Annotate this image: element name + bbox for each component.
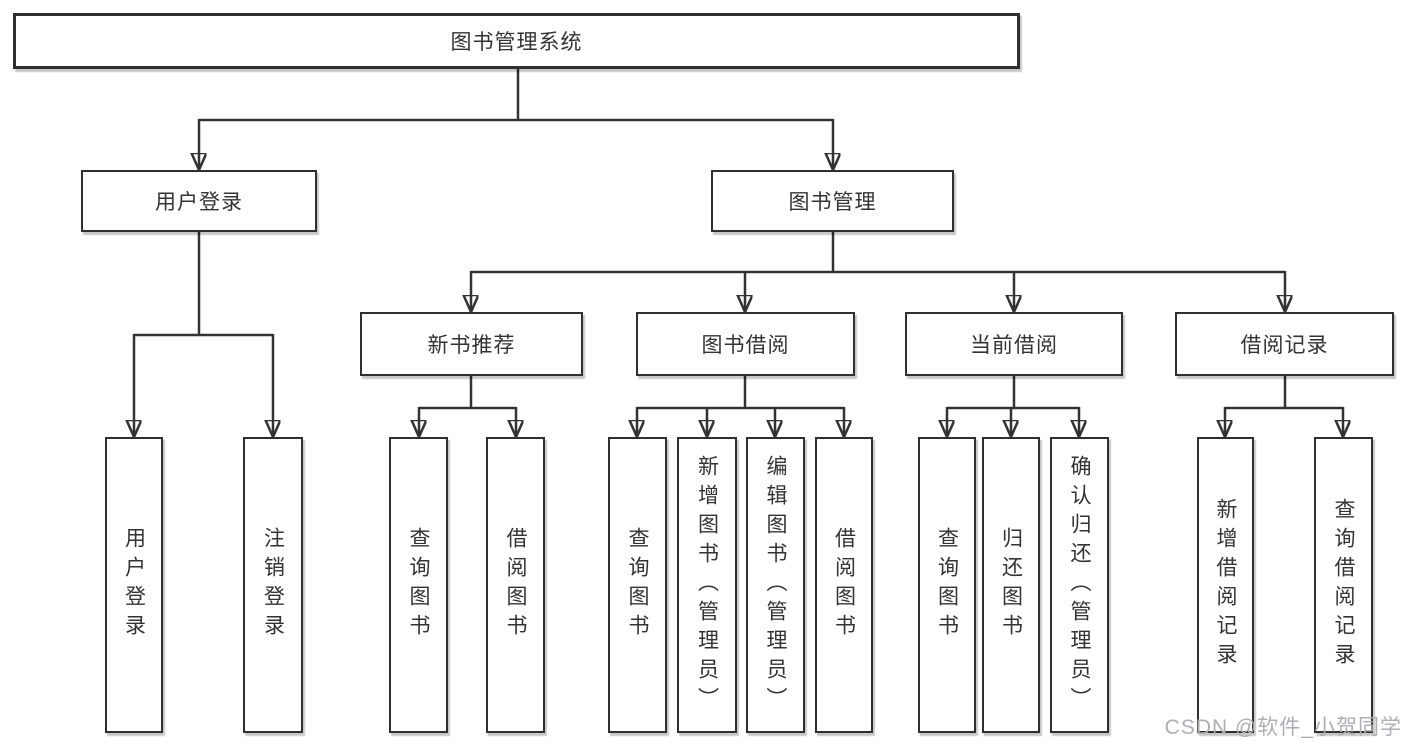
leaf-confirm-return-admin: 确认归还（管理员） <box>1050 437 1109 733</box>
connector-new-book-recommend-children <box>419 375 516 436</box>
leaf-edit-books-admin: 编辑图书（管理员） <box>746 437 805 733</box>
leaf-user-login: 用户登录 <box>105 437 163 733</box>
node-label: 图书管理系统 <box>450 31 583 54</box>
leaf-borrowing-borrow-books: 借阅图书 <box>815 437 873 733</box>
node-label: 查询图书 <box>407 527 430 643</box>
node-label: 当前借阅 <box>970 334 1058 357</box>
node-label: 新书推荐 <box>427 334 516 357</box>
node-label: 新增借阅记录 <box>1214 498 1237 672</box>
leaf-borrowing-query-books: 查询图书 <box>608 437 667 733</box>
node-label: 图书借阅 <box>701 334 790 357</box>
node-label: 注销登录 <box>261 527 285 643</box>
connector-book-borrowing-children <box>637 375 844 436</box>
node-book-borrowing: 图书借阅 <box>636 312 855 376</box>
node-label: 图书管理 <box>788 191 877 214</box>
node-label: 借阅图书 <box>832 527 856 643</box>
leaf-add-books-admin: 新增图书（管理员） <box>677 437 737 733</box>
leaf-current-query-books: 查询图书 <box>918 437 976 733</box>
leaf-return-books: 归还图书 <box>982 437 1040 733</box>
node-label: 用户登录 <box>122 527 146 643</box>
node-new-book-recommend: 新书推荐 <box>360 312 583 376</box>
node-label: 借阅图书 <box>504 527 527 643</box>
connector-current-borrowing-children <box>947 375 1079 436</box>
csdn-watermark: CSDN @软件_小贺同学 <box>1164 716 1402 739</box>
node-borrowing-records: 借阅记录 <box>1175 312 1394 376</box>
node-current-borrowing: 当前借阅 <box>905 312 1123 376</box>
node-label: 查询借阅记录 <box>1332 498 1355 672</box>
leaf-add-borrow-record: 新增借阅记录 <box>1197 437 1254 733</box>
connector-book-management-children <box>471 231 1285 311</box>
node-library-system: 图书管理系统 <box>13 13 1020 69</box>
node-label: 编辑图书（管理员） <box>764 454 787 716</box>
connector-user-login-children <box>134 231 273 436</box>
node-label: 查询图书 <box>626 527 649 643</box>
leaf-logout: 注销登录 <box>243 437 303 733</box>
node-label: 确认归还（管理员） <box>1068 454 1091 716</box>
node-label: 借阅记录 <box>1240 334 1329 357</box>
node-label: 查询图书 <box>935 527 959 643</box>
connector-root-to-level2 <box>199 69 833 169</box>
node-user-login: 用户登录 <box>81 170 317 232</box>
node-book-management: 图书管理 <box>711 170 954 232</box>
leaf-query-borrow-record: 查询借阅记录 <box>1314 437 1373 733</box>
leaf-recommend-borrow-books: 借阅图书 <box>486 437 545 733</box>
connector-borrowing-records-children <box>1225 375 1343 436</box>
node-label: 新增图书（管理员） <box>695 454 719 716</box>
node-label: 用户登录 <box>155 191 243 214</box>
node-label: 归还图书 <box>999 527 1023 643</box>
leaf-recommend-query-books: 查询图书 <box>389 437 448 733</box>
